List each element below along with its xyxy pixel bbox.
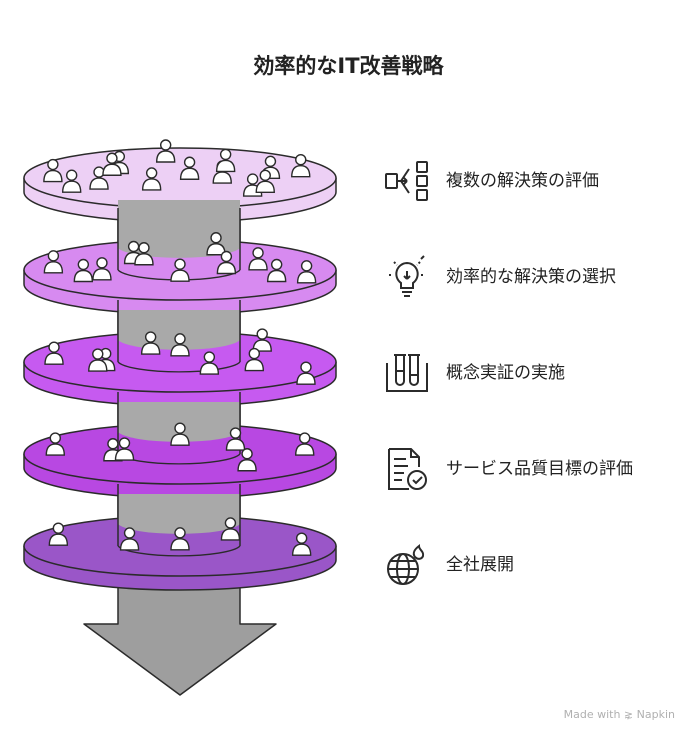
person-icon bbox=[291, 532, 312, 556]
step-label-3: 概念実証の実施 bbox=[446, 363, 565, 383]
step-label-5: 全社展開 bbox=[446, 555, 514, 575]
person-icon bbox=[134, 242, 154, 266]
checklist-document-icon bbox=[388, 448, 427, 490]
branching-options-icon bbox=[385, 161, 428, 201]
person-icon bbox=[141, 167, 162, 191]
person-icon bbox=[206, 232, 226, 256]
person-icon bbox=[88, 348, 108, 372]
person-icon bbox=[155, 139, 176, 163]
person-icon bbox=[244, 347, 265, 372]
person-icon bbox=[170, 527, 190, 551]
person-icon bbox=[252, 328, 272, 352]
lightbulb-icon bbox=[389, 255, 425, 297]
person-icon bbox=[102, 152, 122, 176]
person-icon bbox=[140, 331, 161, 355]
step-label-4: サービス品質目標の評価 bbox=[446, 459, 633, 479]
person-icon bbox=[44, 341, 64, 365]
person-icon bbox=[248, 247, 268, 271]
step-label-1: 複数の解決策の評価 bbox=[446, 171, 599, 191]
person-icon bbox=[255, 169, 275, 194]
person-icon bbox=[43, 158, 63, 183]
person-icon bbox=[266, 258, 287, 283]
person-icon bbox=[179, 156, 200, 180]
person-icon bbox=[89, 166, 109, 190]
person-icon bbox=[296, 361, 316, 385]
person-icon bbox=[43, 250, 64, 274]
person-icon bbox=[170, 258, 190, 282]
person-icon bbox=[170, 333, 190, 357]
person-icon bbox=[61, 169, 82, 193]
person-icon bbox=[215, 148, 236, 173]
made-with-napkin-footer: Made with ⋧ Napkin bbox=[563, 708, 675, 721]
person-icon bbox=[45, 432, 65, 456]
layer-disc-3 bbox=[23, 300, 337, 407]
person-icon bbox=[92, 257, 112, 281]
person-icon bbox=[103, 438, 123, 462]
person-icon bbox=[199, 351, 220, 375]
person-icon bbox=[295, 432, 315, 456]
layer-disc-4 bbox=[23, 392, 337, 499]
test-tubes-icon bbox=[386, 354, 428, 392]
layer-disc-5 bbox=[23, 484, 337, 591]
person-icon bbox=[119, 527, 140, 551]
globe-flame-icon bbox=[387, 544, 425, 585]
person-icon bbox=[237, 448, 257, 472]
person-icon bbox=[73, 258, 94, 283]
person-icon bbox=[220, 517, 241, 541]
person-icon bbox=[216, 250, 237, 275]
layer-disc-2 bbox=[23, 208, 337, 315]
person-icon bbox=[48, 522, 69, 546]
person-icon bbox=[225, 427, 246, 451]
person-icon bbox=[296, 260, 317, 284]
page-title: 効率的なIT改善戦略 bbox=[253, 54, 444, 78]
step-label-2: 効率的な解決策の選択 bbox=[446, 267, 616, 287]
person-icon bbox=[170, 422, 190, 446]
person-icon bbox=[291, 153, 311, 178]
layer-disc-1 bbox=[23, 139, 337, 223]
person-icon bbox=[114, 437, 135, 461]
